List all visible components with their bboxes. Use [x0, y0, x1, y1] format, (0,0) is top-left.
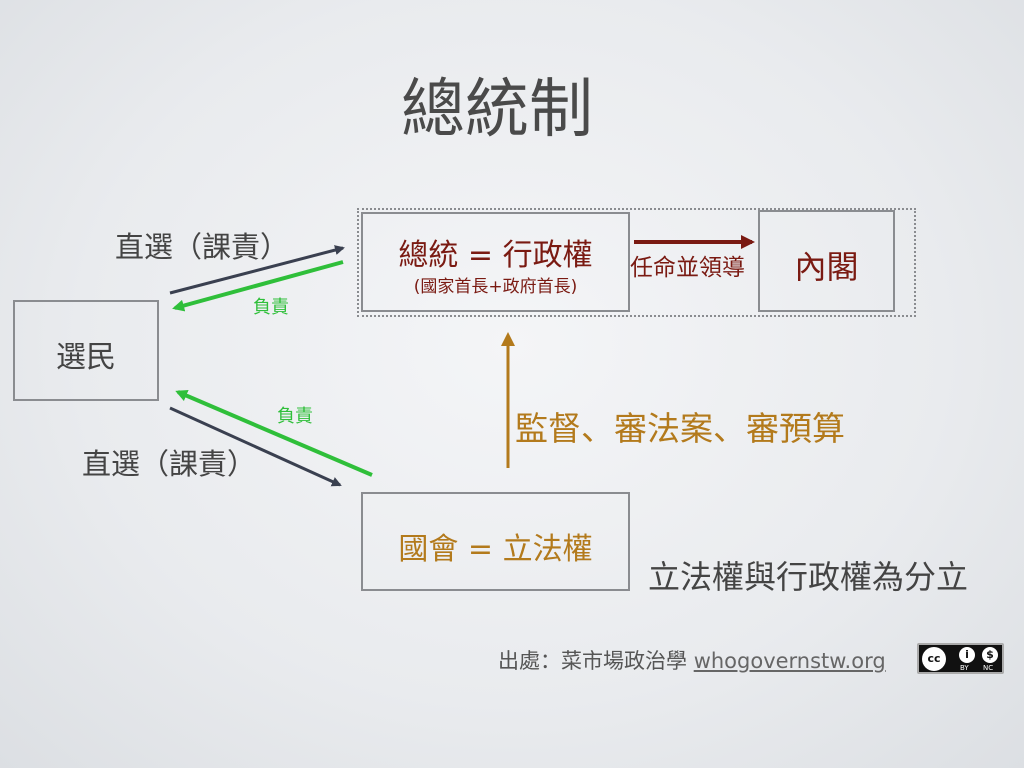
congress-label: 國會 = 立法權	[398, 532, 593, 567]
appoint-label: 任命並領導	[630, 255, 745, 281]
president-box: 總統 = 行政權 (國家首長+政府首長)	[361, 212, 630, 312]
lower-responsible-arrow	[175, 390, 373, 477]
cc-icon: cc	[922, 647, 946, 671]
voters-box: 選民	[13, 300, 159, 401]
president-label: 總統 = 行政權	[398, 238, 593, 273]
lower-election-label: 直選（課責）	[82, 447, 257, 481]
nc-label: NC	[983, 664, 994, 672]
congress-box: 國會 = 立法權	[361, 492, 630, 591]
upper-election-arrow	[169, 245, 345, 295]
lower-election-arrow	[169, 406, 342, 487]
lower-responsible-label: 負責	[277, 406, 313, 427]
source-link[interactable]: whogovernstw.org	[693, 649, 886, 673]
oversight-label: 監督、審法案、審預算	[515, 409, 845, 448]
source-label: 出處：菜市場政治學	[498, 649, 687, 673]
cabinet-box: 內閣	[758, 210, 895, 312]
separation-note: 立法權與行政權為分立	[648, 558, 969, 596]
upper-responsible-label: 負責	[253, 297, 289, 318]
attribution-icon: i	[959, 647, 975, 663]
cabinet-label: 內閣	[794, 248, 859, 286]
voters-label: 選民	[56, 340, 116, 375]
noncommercial-icon: $	[982, 647, 998, 663]
by-label: BY	[960, 664, 969, 672]
executive-group-outline	[357, 208, 916, 317]
upper-responsible-arrow	[172, 260, 344, 312]
source-line: 出處：菜市場政治學 whogovernstw.org	[498, 645, 886, 675]
upper-election-label: 直選（課責）	[115, 230, 290, 264]
president-sub-label: (國家首長+政府首長)	[413, 277, 578, 297]
cc-by-nc-license-badge: cc i $ BY NC	[917, 643, 1004, 674]
slide-title: 總統制	[401, 73, 593, 147]
